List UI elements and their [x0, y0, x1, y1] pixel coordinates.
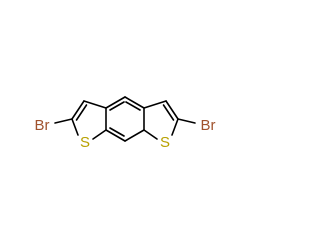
bond-right-c2-c3: [165, 100, 179, 120]
bond-left-s-c7a: [92, 129, 107, 140]
bond-ring-bottom-double: [109, 127, 125, 137]
bond-left-c2-s: [71, 118, 79, 136]
bond-ring-top-right: [124, 96, 145, 109]
bond-right-c2-br: [177, 118, 196, 124]
atom-bromine-right: Br: [201, 117, 216, 134]
bond-left-c2-c3-double: [75, 104, 88, 121]
atom-sulfur-right: S: [160, 134, 170, 151]
molecule-structure: Br Br S S: [35, 96, 216, 151]
bond-ring-bottom-right: [124, 129, 145, 142]
bond-left-c3-c3a: [83, 100, 107, 109]
bond-left-c2-c3: [71, 100, 85, 120]
bond-left-c2-br: [54, 118, 73, 124]
bonds: [54, 96, 196, 142]
atom-labels: Br Br S S: [35, 117, 216, 151]
bond-ring-top-left: [105, 96, 126, 109]
bond-ring-bottom-left: [105, 129, 126, 142]
bond-ring-top-right-double: [125, 101, 141, 111]
bond-right-c2-c3-double: [162, 104, 175, 121]
bond-right-c3-c3a: [143, 100, 167, 109]
molecule-canvas: Br Br S S: [34, 96, 216, 151]
atom-bromine-left: Br: [35, 117, 50, 134]
bond-right-c2-s: [171, 118, 179, 136]
bond-right-s-c7a: [143, 129, 158, 140]
atom-sulfur-left: S: [80, 134, 90, 151]
bond-ring-top-left-double: [109, 101, 125, 111]
